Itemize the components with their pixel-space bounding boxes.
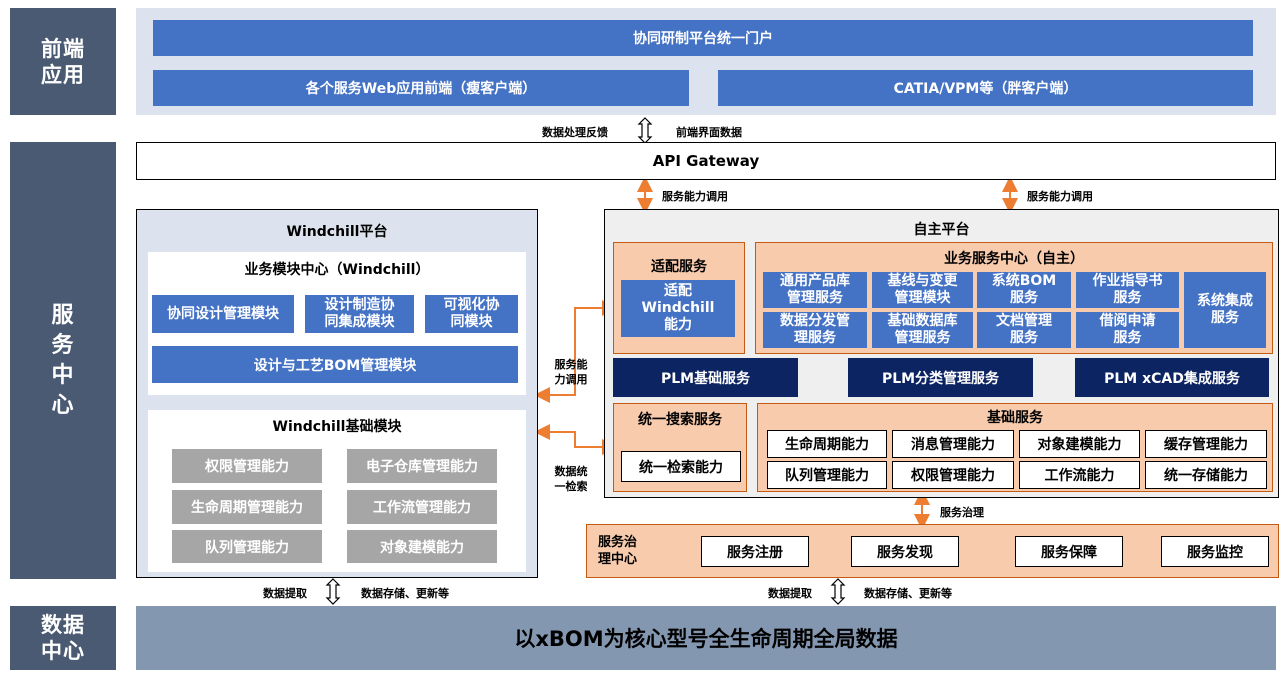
label-capability-call-right: 服务能力调用 (1027, 190, 1093, 203)
base-database-service[interactable]: 基础数据库 管理服务 (872, 312, 973, 348)
service-assurance[interactable]: 服务保障 (1015, 536, 1123, 567)
design-mfg-collab-module[interactable]: 设计制造协 同集成模块 (305, 295, 414, 333)
plm-base-service[interactable]: PLM基础服务 (613, 358, 798, 397)
baseline-change-module[interactable]: 基线与变更 管理模块 (872, 272, 973, 308)
unified-search-title: 统一搜索服务 (638, 412, 722, 428)
storage-capability[interactable]: 统一存储能力 (1145, 461, 1267, 489)
label-frontend-data: 前端界面数据 (676, 126, 742, 139)
label-unified-search: 数据统 一检索 (554, 465, 588, 493)
message-capability[interactable]: 消息管理能力 (892, 430, 1014, 458)
layer-data-label: 数据 中心 (10, 606, 116, 670)
self-platform-title: 自主平台 (913, 222, 970, 238)
service-discovery[interactable]: 服务发现 (851, 536, 959, 567)
double-arrow-icon-data-right (830, 578, 846, 605)
product-library-service[interactable]: 通用产品库 管理服务 (763, 272, 867, 308)
work-instruction-service[interactable]: 作业指导书 服务 (1076, 272, 1179, 308)
data-distribution-service[interactable]: 数据分发管 理服务 (763, 312, 867, 348)
wc-permission-capability[interactable]: 权限管理能力 (172, 449, 322, 483)
label-service-governance: 服务治理 (940, 506, 984, 519)
wc-vault-capability[interactable]: 电子仓库管理能力 (347, 449, 497, 483)
layer-frontend-label: 前端 应用 (10, 8, 116, 115)
label-extract-right: 数据提取 (768, 587, 812, 600)
collab-design-module[interactable]: 协同设计管理模块 (152, 295, 294, 333)
object-modeling-capability[interactable]: 对象建模能力 (1019, 430, 1140, 458)
cache-capability[interactable]: 缓存管理能力 (1145, 430, 1267, 458)
service-monitoring[interactable]: 服务监控 (1161, 536, 1269, 567)
unified-portal[interactable]: 协同研制平台统一门户 (153, 20, 1253, 56)
unified-retrieval-capability[interactable]: 统一检索能力 (621, 451, 741, 482)
plm-xcad-integration-service[interactable]: PLM xCAD集成服务 (1075, 358, 1269, 397)
governance-center-title: 服务治 理中心 (598, 535, 638, 567)
document-management-service[interactable]: 文档管理 服务 (977, 312, 1071, 348)
visual-collab-module[interactable]: 可视化协 同模块 (425, 295, 518, 333)
label-store-right: 数据存储、更新等 (864, 587, 952, 600)
windchill-title: Windchill平台 (286, 224, 388, 240)
adapter-service-title: 适配服务 (651, 259, 707, 275)
windchill-business-center-title: 业务模块中心（Windchill） (244, 262, 430, 278)
service-registry[interactable]: 服务注册 (701, 536, 809, 567)
wc-object-modeling-capability[interactable]: 对象建模能力 (347, 530, 497, 563)
system-bom-service[interactable]: 系统BOM 服务 (977, 272, 1071, 308)
windchill-base-title: Windchill基础模块 (272, 419, 402, 435)
wc-queue-capability[interactable]: 队列管理能力 (172, 530, 322, 563)
workflow-capability[interactable]: 工作流能力 (1019, 461, 1140, 489)
label-extract-left: 数据提取 (263, 587, 307, 600)
adapt-windchill-capability[interactable]: 适配 Windchill 能力 (621, 280, 735, 337)
api-gateway[interactable]: API Gateway (136, 142, 1276, 180)
bom-management-module[interactable]: 设计与工艺BOM管理模块 (152, 346, 518, 383)
plm-classification-service[interactable]: PLM分类管理服务 (848, 358, 1033, 397)
thin-client-frontend[interactable]: 各个服务Web应用前端（瘦客户端） (153, 70, 689, 106)
wc-workflow-capability[interactable]: 工作流管理能力 (347, 490, 497, 524)
business-service-center-title: 业务服务中心（自主） (944, 251, 1084, 267)
double-arrow-icon-data-left (325, 578, 341, 605)
permission-capability[interactable]: 权限管理能力 (892, 461, 1014, 489)
lifecycle-capability[interactable]: 生命周期能力 (767, 430, 887, 458)
double-arrow-icon-frontend (637, 117, 653, 144)
label-store-left: 数据存储、更新等 (361, 587, 449, 600)
wc-lifecycle-capability[interactable]: 生命周期管理能力 (172, 490, 322, 524)
xbom-global-data: 以xBOM为核心型号全生命周期全局数据 (136, 606, 1276, 670)
label-capability-call-left: 服务能力调用 (662, 190, 728, 203)
thick-client-frontend[interactable]: CATIA/VPM等（胖客户端） (718, 70, 1253, 106)
borrow-request-service[interactable]: 借阅申请 服务 (1076, 312, 1179, 348)
queue-capability[interactable]: 队列管理能力 (767, 461, 887, 489)
label-side-capability-call: 服务能 力调用 (554, 358, 588, 386)
base-services-title: 基础服务 (987, 410, 1043, 426)
label-data-feedback: 数据处理反馈 (542, 126, 608, 139)
layer-service-label: 服 务 中 心 (10, 142, 116, 579)
system-integration-service[interactable]: 系统集成 服务 (1184, 272, 1266, 348)
